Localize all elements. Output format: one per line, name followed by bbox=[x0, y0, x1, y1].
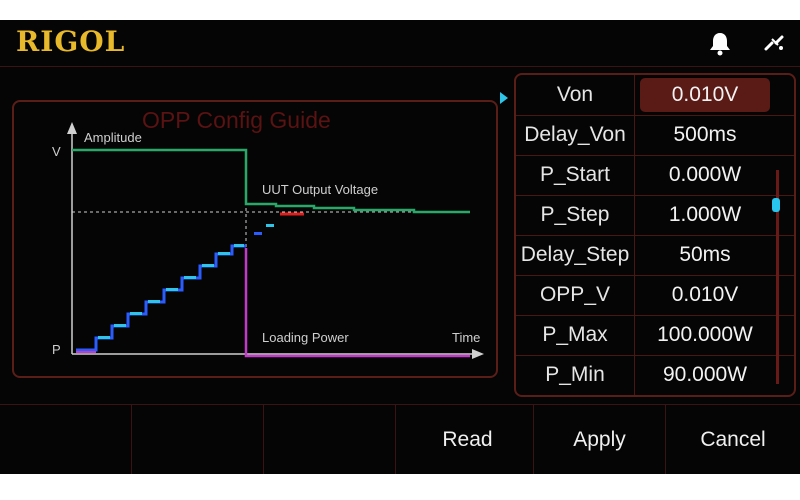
usb-link-icon[interactable] bbox=[760, 29, 788, 57]
step-highlights bbox=[98, 244, 244, 339]
opp-guide-panel: OPP Config Guide V P Amplitude UUT Outpu… bbox=[12, 100, 498, 378]
param-row-opp-v[interactable]: OPP_V 0.010V bbox=[516, 275, 794, 316]
softkey-2[interactable] bbox=[132, 405, 264, 474]
uut-voltage-label: UUT Output Voltage bbox=[262, 182, 378, 197]
loading-power-label: Loading Power bbox=[262, 330, 349, 345]
param-label: P_Max bbox=[516, 315, 635, 355]
step-marker-b bbox=[266, 224, 274, 227]
voltage-trace bbox=[72, 148, 470, 214]
param-row-delay-von[interactable]: Delay_Von 500ms bbox=[516, 115, 794, 156]
param-value[interactable]: 1.000W bbox=[668, 203, 742, 226]
param-value[interactable]: 0.010V bbox=[640, 78, 770, 112]
softkey-1[interactable] bbox=[0, 405, 132, 474]
param-row-p-step[interactable]: P_Step 1.000W bbox=[516, 195, 794, 236]
time-label: Time bbox=[452, 330, 480, 345]
param-label: Von bbox=[516, 75, 635, 115]
rigol-logo: RIGOL bbox=[16, 25, 126, 58]
param-row-p-start[interactable]: P_Start 0.000W bbox=[516, 155, 794, 196]
v-axis-label: V bbox=[52, 144, 61, 159]
scrollbar-track[interactable] bbox=[776, 170, 779, 384]
p-axis-label: P bbox=[52, 342, 61, 357]
param-label: P_Min bbox=[516, 355, 635, 395]
param-value[interactable]: 0.010V bbox=[671, 283, 739, 306]
y-axis-arrow bbox=[67, 122, 77, 134]
param-row-p-min[interactable]: P_Min 90.000W bbox=[516, 355, 794, 395]
softkey-3[interactable] bbox=[264, 405, 396, 474]
read-button[interactable]: Read bbox=[402, 405, 534, 474]
param-label: OPP_V bbox=[516, 275, 635, 315]
screen: RIGOL OPP Config Guide V P Amplitude UUT bbox=[0, 20, 800, 474]
param-label: P_Start bbox=[516, 155, 635, 195]
x-axis-arrow bbox=[472, 349, 484, 359]
selection-arrow-icon bbox=[500, 92, 508, 104]
parameter-list: Von 0.010V Delay_Von 500ms P_Start 0.000… bbox=[514, 73, 796, 397]
param-label: P_Step bbox=[516, 195, 635, 235]
top-bar: RIGOL bbox=[0, 20, 800, 67]
param-row-delay-step[interactable]: Delay_Step 50ms bbox=[516, 235, 794, 276]
cancel-button[interactable]: Cancel bbox=[666, 405, 800, 474]
power-step-trace bbox=[76, 244, 246, 352]
apply-button[interactable]: Apply bbox=[534, 405, 666, 474]
softkey-bar: Read Apply Cancel bbox=[0, 404, 800, 474]
param-label: Delay_Step bbox=[516, 235, 635, 275]
param-row-von[interactable]: Von 0.010V bbox=[516, 75, 794, 116]
param-value[interactable]: 50ms bbox=[679, 243, 731, 266]
scrollbar-thumb[interactable] bbox=[772, 198, 780, 212]
param-label: Delay_Von bbox=[516, 115, 635, 155]
opp-guide-diagram: OPP Config Guide V P Amplitude UUT Outpu… bbox=[52, 107, 484, 359]
param-value[interactable]: 100.000W bbox=[657, 323, 753, 346]
param-value[interactable]: 500ms bbox=[673, 123, 737, 146]
amplitude-label: Amplitude bbox=[84, 130, 142, 145]
param-row-p-max[interactable]: P_Max 100.000W bbox=[516, 315, 794, 356]
step-marker-a bbox=[254, 232, 262, 235]
loading-power-trace bbox=[244, 248, 470, 358]
guide-title: OPP Config Guide bbox=[142, 107, 331, 133]
param-value[interactable]: 0.000W bbox=[668, 163, 742, 186]
bell-icon[interactable] bbox=[706, 29, 734, 57]
param-value[interactable]: 90.000W bbox=[662, 363, 748, 386]
